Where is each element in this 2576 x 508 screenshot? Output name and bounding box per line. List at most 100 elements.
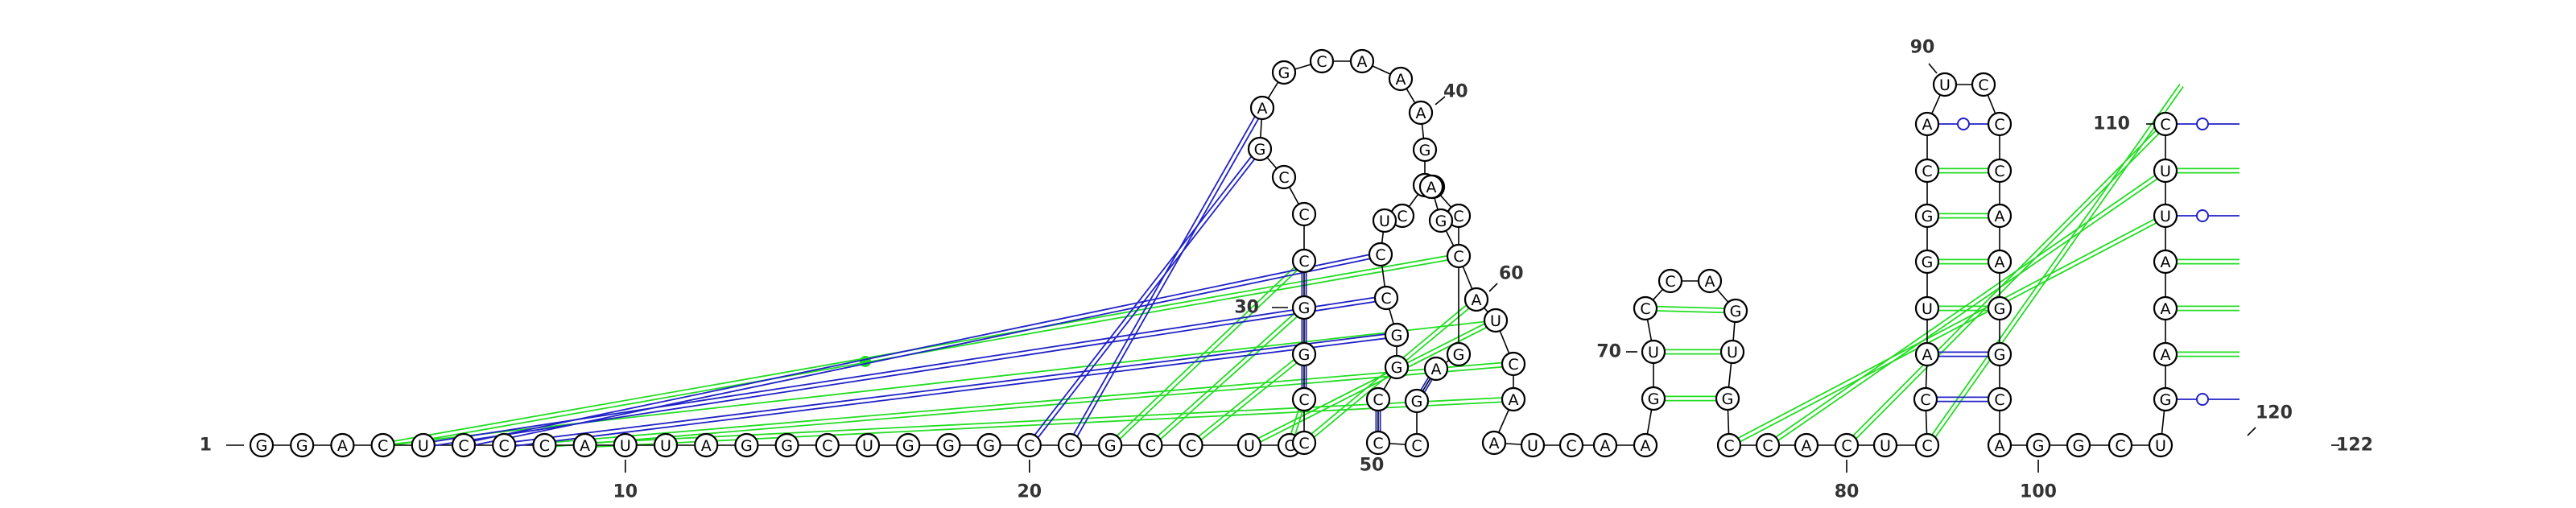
nucleotide-circle xyxy=(1446,341,1472,367)
nucleotide: C xyxy=(1365,386,1391,412)
nucleotide-letter: G xyxy=(2160,391,2172,409)
nucleotide-letter: A xyxy=(1509,391,1519,409)
position-number-label: 70 xyxy=(1596,342,1621,362)
nucleotide-circle xyxy=(1057,432,1083,458)
nucleotide-letter: U xyxy=(418,437,429,455)
nucleotide: G xyxy=(1641,386,1666,411)
nucleotide-circle xyxy=(1412,137,1438,163)
nucleotide-letter: C xyxy=(1146,437,1156,455)
nucleotide: C xyxy=(1446,203,1472,229)
nucleotide-letter: C xyxy=(458,437,469,455)
nucleotide: C xyxy=(1913,386,1938,412)
nucleotide-circle xyxy=(1520,432,1546,458)
nucleotide-letter: C xyxy=(1298,391,1309,409)
nucleotide-letter: A xyxy=(2161,254,2171,271)
nucleotide-circle xyxy=(1987,341,2013,367)
nucleotide-circle xyxy=(411,432,436,458)
nucleotide-circle xyxy=(1179,432,1203,458)
nucleotide-letter: C xyxy=(499,437,510,455)
nucleotide-circle xyxy=(1932,72,1958,97)
nucleotide: C xyxy=(1657,268,1683,294)
nucleotide-circle xyxy=(1641,339,1666,365)
nucleotide: G xyxy=(1987,341,2013,367)
nucleotide-circle xyxy=(2153,249,2178,275)
position-number-label: 100 xyxy=(2020,482,2057,502)
nucleotide: U xyxy=(1719,339,1745,365)
nucleotide: C xyxy=(1368,242,1393,267)
nucleotide-circle xyxy=(976,432,1001,458)
nucleotide-letter: U xyxy=(1648,344,1659,361)
nucleotide-letter: G xyxy=(2073,437,2085,455)
nucleotide-letter: G xyxy=(1648,390,1660,408)
nucleotide: C xyxy=(451,432,477,458)
nucleotide: A xyxy=(2153,249,2178,275)
nucleotide: C xyxy=(1017,432,1042,458)
nucleotide: U xyxy=(1872,432,1898,458)
nucleotide: G xyxy=(1412,137,1438,163)
nucleotide-letter: G xyxy=(1419,142,1431,159)
nucleotide-circle xyxy=(1483,308,1509,333)
nucleotide-letter: G xyxy=(1435,213,1447,230)
nucleotide-letter: C xyxy=(1375,246,1385,264)
nucleotide: C xyxy=(492,432,517,458)
nucleotide: A xyxy=(1633,432,1658,458)
nucleotide: A xyxy=(330,432,355,458)
nucleotide-letter: U xyxy=(1244,437,1255,455)
nucleotide-letter: C xyxy=(822,437,832,455)
position-number-label: 120 xyxy=(2256,403,2293,423)
nucleotide-circle xyxy=(1428,208,1454,233)
pseudoknot-pair xyxy=(1248,317,1496,444)
pseudoknot-pair xyxy=(1111,262,1307,448)
position-number: 120 xyxy=(2247,403,2293,436)
nucleotide: G xyxy=(1291,341,1317,367)
nucleotide-circle xyxy=(1446,243,1472,269)
nucleotide: G xyxy=(1914,203,1940,229)
nucleotide-letter: A xyxy=(1357,53,1368,71)
pseudoknot-pair xyxy=(1766,168,2165,444)
nucleotide-letter: G xyxy=(1994,346,2006,364)
nucleotide-circle xyxy=(1271,164,1297,190)
nucleotide-letter: C xyxy=(2115,437,2125,455)
nucleotide-letter: U xyxy=(1727,344,1738,361)
nucleotide: A xyxy=(694,432,719,458)
nucleotide-letter: A xyxy=(1257,100,1268,118)
nucleotide-circle xyxy=(1368,242,1393,267)
nucleotide: A xyxy=(1697,268,1723,294)
nucleotide-letter: G xyxy=(781,437,793,455)
position-number-label: 40 xyxy=(1443,82,1468,102)
nucleotide: G xyxy=(734,432,759,458)
pseudoknot-pair xyxy=(1108,258,1303,444)
pseudoknot-pair xyxy=(1768,171,2167,448)
position-number: 80 xyxy=(1835,460,1859,502)
nucleotide-circle xyxy=(2153,295,2178,321)
nucleotide-letter: G xyxy=(1922,254,1934,271)
nucleotide: C xyxy=(1914,432,1940,458)
nucleotide: A xyxy=(1418,174,1444,200)
nucleotide-circle xyxy=(1404,432,1430,458)
nucleotide-circle xyxy=(1987,386,2013,412)
nucleotide: A xyxy=(1408,100,1434,126)
nucleotide-circle xyxy=(1987,111,2013,137)
nucleotide-circle xyxy=(1384,322,1410,348)
nucleotide-circle xyxy=(2148,432,2174,458)
nucleotide-letter: U xyxy=(1922,300,1933,318)
nucleotide-circle xyxy=(1291,201,1317,227)
nucleotide-circle xyxy=(1914,341,1940,367)
nucleotide: U xyxy=(1914,295,1940,321)
nucleotide-letter: C xyxy=(1566,437,1576,455)
nucleotide: A xyxy=(1249,95,1275,121)
nucleotide-circle xyxy=(1463,287,1489,312)
nucleotide-letter: G xyxy=(256,437,268,455)
nucleotide-letter: G xyxy=(1278,64,1290,82)
number-tick xyxy=(2247,427,2256,436)
nucleotide: A xyxy=(1463,287,1489,312)
nucleotide: C xyxy=(1971,72,1996,97)
nucleotide-circle xyxy=(1098,432,1123,458)
nucleotide: U xyxy=(613,432,638,458)
nucleotide-circle xyxy=(1914,158,1940,184)
nucleotide-circle xyxy=(1641,386,1666,411)
nucleotide-letter: U xyxy=(2155,437,2166,455)
nucleotide-letter: G xyxy=(1104,437,1117,455)
base-pair xyxy=(503,332,1397,444)
position-number: 50 xyxy=(1360,456,1385,476)
